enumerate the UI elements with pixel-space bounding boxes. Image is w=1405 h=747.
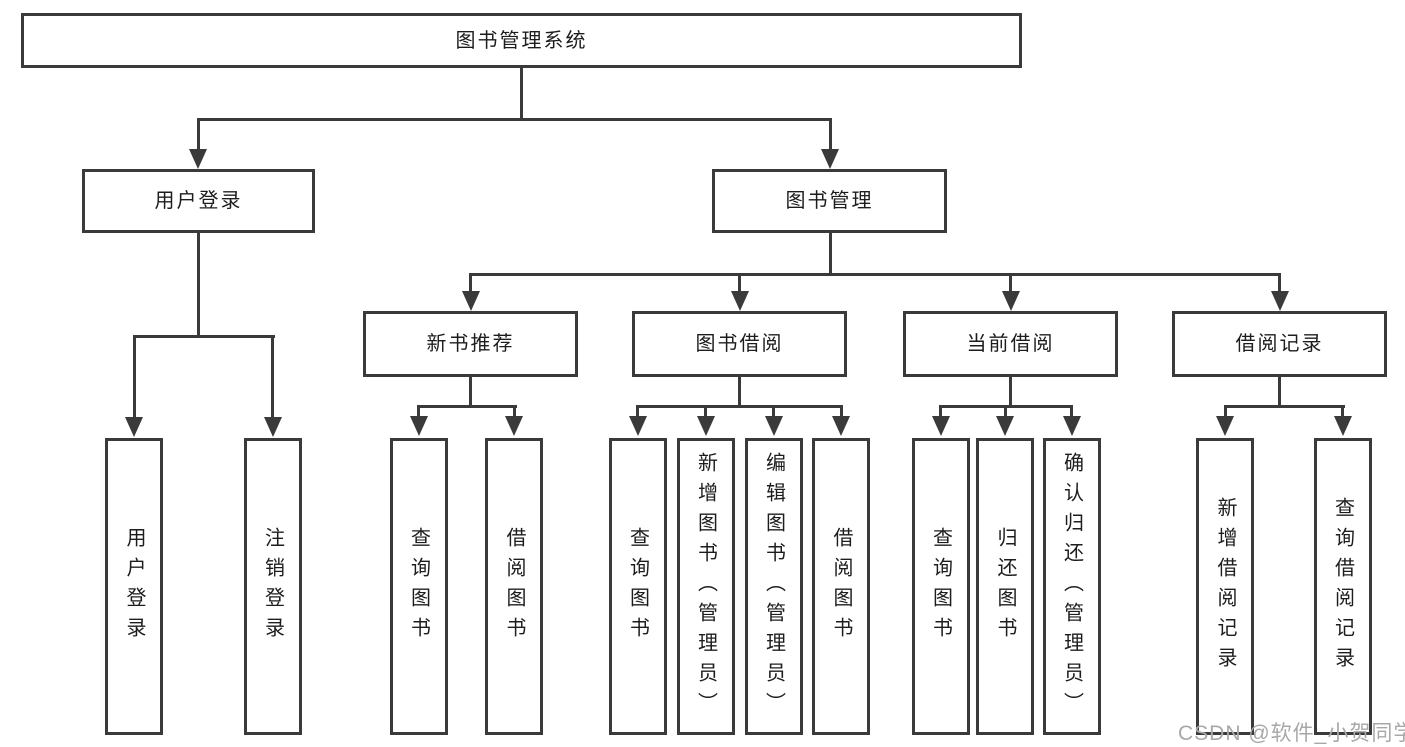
arrowhead-down-icon [1001, 291, 1020, 311]
connector-leaf-stem [1070, 405, 1073, 417]
connector-book-mgmt-bar [469, 273, 1281, 276]
leaf-cb-query-books: 查询图书 [911, 438, 970, 735]
connector-leaf-stem [704, 405, 707, 417]
leaf-logout: 注销登录 [243, 438, 302, 735]
connector-leaf-stem [839, 405, 843, 417]
connector-leaf-stem [772, 405, 775, 417]
leaf-bb-borrow-books: 借阅图书 [812, 438, 870, 735]
connector-user-login-bar [132, 335, 275, 338]
connector-to-book-borrow [738, 273, 741, 292]
connector-leaf-stem [939, 405, 942, 417]
leaf-user-login: 用户登录 [105, 438, 163, 735]
arrowhead-down-icon [125, 417, 143, 437]
arrowhead-down-icon [730, 291, 749, 311]
connector-leaf-stem [417, 405, 420, 417]
arrowhead-down-icon [505, 416, 523, 436]
connector-to-leaf-user-login [132, 335, 136, 418]
connector-leaf-stem [1341, 405, 1344, 417]
node-book-borrow: 图书借阅 [632, 311, 847, 377]
arrowhead-down-icon [996, 416, 1014, 436]
connector-root-to-book-mgmt [828, 118, 832, 151]
arrowhead-down-icon [1270, 291, 1289, 311]
connector-root-bar [196, 118, 832, 121]
node-new-book-recommend: 新书推荐 [363, 311, 578, 377]
connector-book-borrow-stem [738, 376, 741, 408]
connector-borrow-records-stem [1278, 376, 1281, 408]
connector-leaf-stem [1003, 405, 1007, 417]
connector-leaf-stem [1223, 405, 1227, 417]
connector-root-to-user-login [196, 118, 200, 151]
arrowhead-down-icon [263, 417, 282, 437]
arrowhead-down-icon [628, 416, 647, 436]
node-borrow-records: 借阅记录 [1172, 311, 1387, 377]
node-root-system: 图书管理系统 [21, 13, 1022, 68]
connector-current-borrow-stem [1009, 376, 1012, 408]
leaf-nb-borrow-books: 借阅图书 [485, 438, 543, 735]
leaf-br-query-record: 查询借阅记录 [1313, 438, 1372, 735]
node-user-login: 用户登录 [82, 169, 315, 233]
arrowhead-down-icon [1216, 416, 1234, 436]
leaf-br-add-record: 新增借阅记录 [1196, 438, 1254, 735]
connector-new-book-bar [417, 405, 517, 408]
connector-leaf-stem [512, 405, 516, 417]
node-book-management: 图书管理 [712, 169, 947, 233]
arrowhead-down-icon [821, 149, 839, 169]
connector-leaf-stem [636, 405, 639, 417]
leaf-cb-confirm-return-admin: 确认归还（管理员） [1042, 438, 1101, 735]
leaf-bb-query-books: 查询图书 [608, 438, 667, 735]
connector-new-book-stem [469, 376, 472, 408]
arrowhead-down-icon [1062, 416, 1081, 436]
connector-to-borrow-records [1278, 273, 1281, 292]
connector-user-login-stem [196, 233, 200, 338]
connector-to-new-book [469, 273, 472, 292]
arrowhead-down-icon [931, 416, 950, 436]
arrowhead-down-icon [409, 416, 428, 436]
arrowhead-down-icon [189, 149, 207, 169]
connector-book-borrow-bar [636, 405, 842, 408]
connector-root-stem [520, 68, 523, 120]
arrowhead-down-icon [696, 416, 715, 436]
leaf-cb-return-books: 归还图书 [976, 438, 1034, 735]
node-current-borrow: 当前借阅 [903, 311, 1118, 377]
connector-to-leaf-logout [271, 335, 274, 418]
leaf-bb-add-books-admin: 新增图书（管理员） [676, 438, 735, 735]
arrowhead-down-icon [1333, 416, 1352, 436]
arrowhead-down-icon [461, 291, 480, 311]
leaf-bb-edit-books-admin: 编辑图书（管理员） [744, 438, 803, 735]
connector-to-current-borrow [1009, 273, 1012, 292]
connector-borrow-records-bar [1223, 405, 1345, 408]
leaf-nb-query-books: 查询图书 [389, 438, 448, 735]
arrowhead-down-icon [832, 416, 850, 436]
watermark-text: CSDN @软件_小贺同学 [1178, 722, 1405, 745]
arrowhead-down-icon [764, 416, 783, 436]
connector-book-mgmt-stem [828, 232, 832, 276]
